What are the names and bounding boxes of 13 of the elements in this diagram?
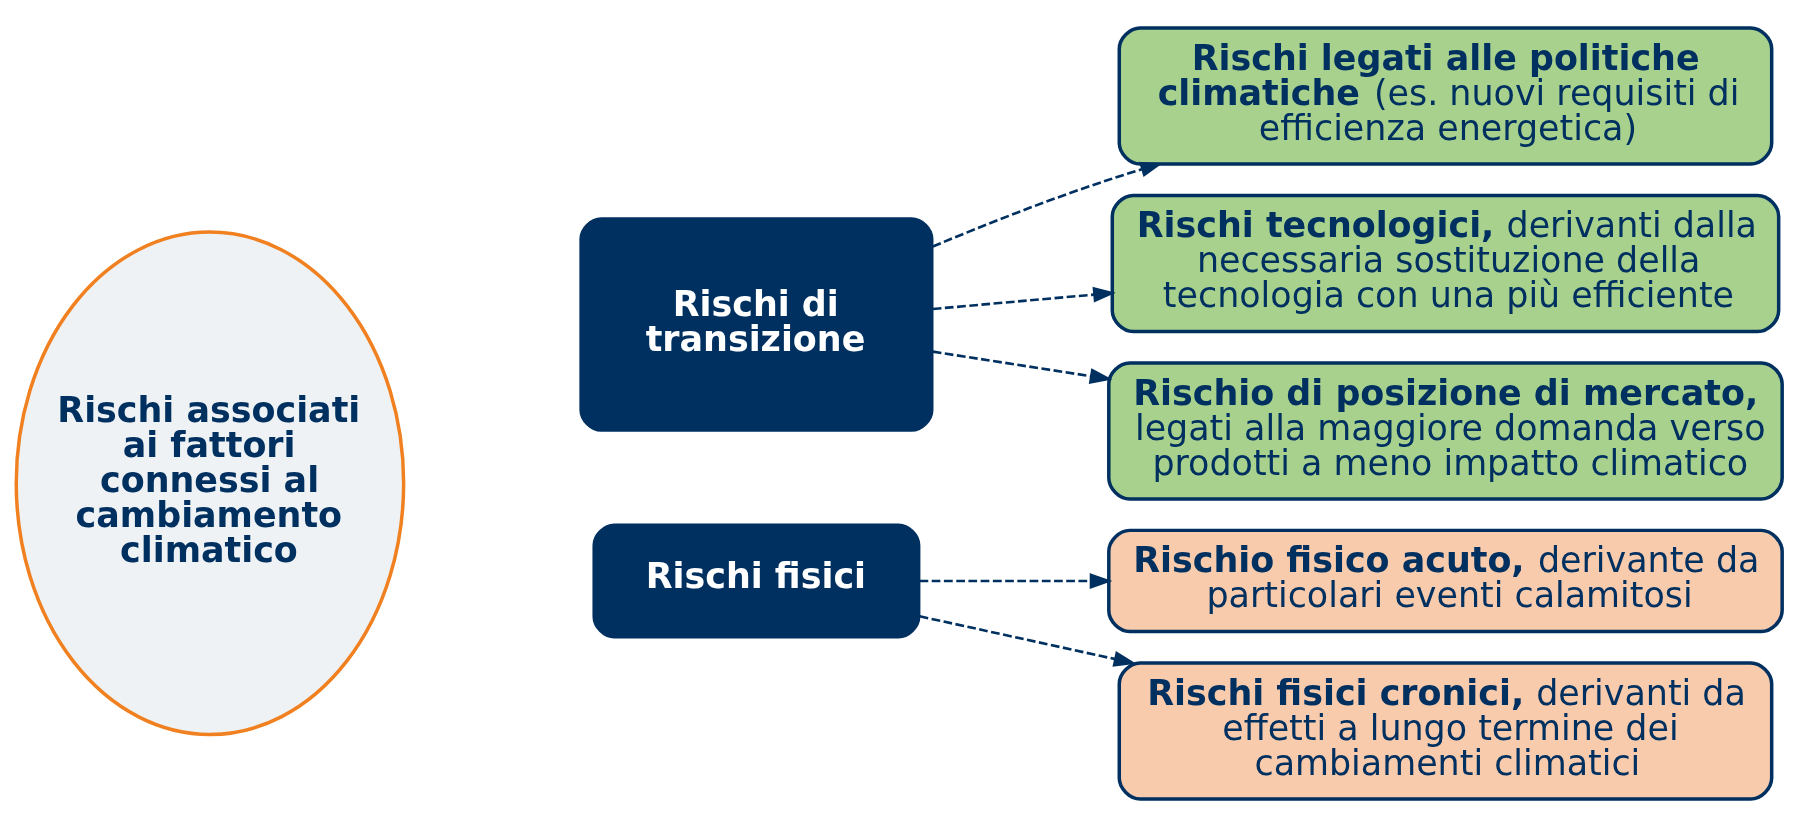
node-ellipse: Rischi associati ai fattori connessi al cambiamento climatico xyxy=(14,230,406,737)
node-box: Rischi legati alle politiche climatiche (es. nuovi requisiti di efficienza energetica) xyxy=(1117,26,1774,166)
arrow xyxy=(919,615,1137,667)
node-box: Rischi di transizione xyxy=(579,217,934,432)
node-box: Rischio di posizione di mercato, legati alla maggiore domanda verso prodotti a meno impatto climatico xyxy=(1107,361,1784,501)
node-box: Rischio fisico acuto, derivante da particolari eventi calamitosi xyxy=(1107,528,1784,634)
node-box: Rischi tecnologici, derivanti dalla necessaria sostituzione della tecnologia con una più efficiente xyxy=(1110,193,1781,334)
node-box: Rischi fisici xyxy=(592,523,921,639)
arrow xyxy=(932,161,1163,248)
arrow xyxy=(932,350,1113,384)
node-box: Rischi fisici cronici, derivanti da effetti a lungo termine dei cambiamenti climatici xyxy=(1117,661,1774,801)
arrow xyxy=(932,286,1116,311)
arrow xyxy=(919,573,1113,589)
